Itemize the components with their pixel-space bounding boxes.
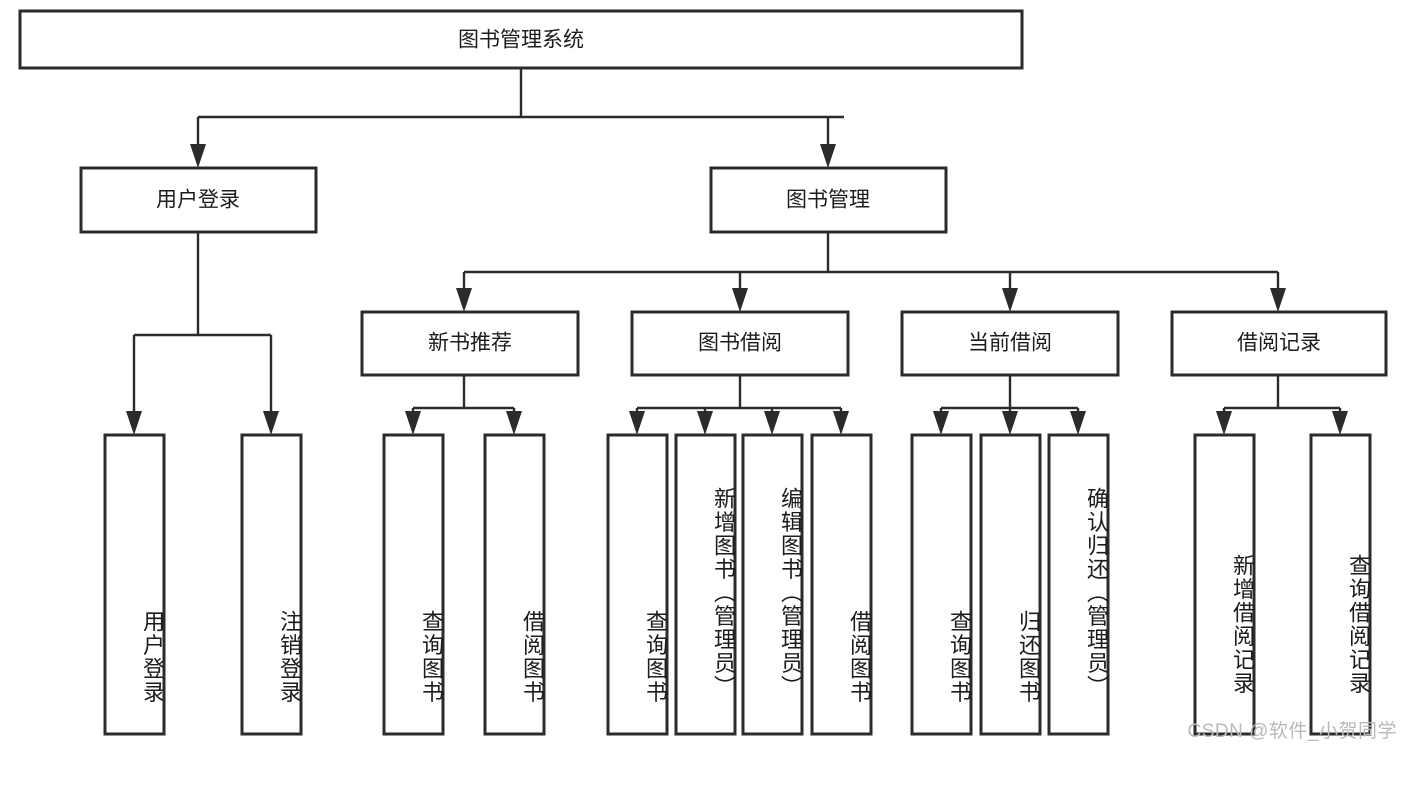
node-leaf-query-book-1-label: 查询图书 bbox=[419, 609, 444, 704]
node-new-book-recommend[interactable] bbox=[360, 310, 580, 377]
node-leaf-return-book[interactable] bbox=[979, 433, 1042, 736]
arrow-to-leaf-query-book-3 bbox=[933, 411, 949, 435]
node-leaf-add-book-label: 新增图书（管理员） bbox=[711, 486, 736, 699]
node-user-login[interactable] bbox=[79, 166, 318, 234]
arrow-to-leaf-query-book-2 bbox=[629, 411, 645, 435]
node-current-borrow-label: 当前借阅 bbox=[968, 332, 1052, 355]
connector-new-book-recommend-to-leaves bbox=[411, 375, 516, 415]
connector-root-to-level2 bbox=[196, 68, 844, 150]
arrow-to-borrow-record bbox=[1270, 288, 1286, 312]
node-leaf-query-record-label: 查询借阅记录 bbox=[1346, 554, 1371, 695]
node-leaf-query-book-3[interactable] bbox=[910, 433, 973, 736]
node-leaf-query-book-1[interactable] bbox=[382, 433, 445, 736]
node-leaf-confirm-return[interactable] bbox=[1047, 433, 1110, 736]
node-current-borrow[interactable] bbox=[900, 310, 1120, 377]
arrow-to-leaf-user-login bbox=[126, 411, 142, 435]
arrow-to-leaf-query-book-1 bbox=[405, 411, 421, 435]
book-management-system-diagram: 图书管理系统 用户登录 图书管理 新书推荐 图书借阅 当前借阅 借阅记录 用户登… bbox=[18, 9, 1397, 742]
node-new-book-recommend-label: 新书推荐 bbox=[428, 332, 512, 355]
arrow-to-leaf-borrow-book-2 bbox=[833, 411, 849, 435]
node-borrow-record[interactable] bbox=[1170, 310, 1388, 377]
arrow-to-user-login bbox=[190, 144, 206, 168]
arrow-to-leaf-add-record bbox=[1216, 411, 1232, 435]
connector-book-management-to-level3 bbox=[462, 232, 1280, 292]
node-leaf-borrow-book-1-label: 借阅图书 bbox=[520, 609, 545, 704]
node-leaf-return-book-label: 归还图书 bbox=[1016, 609, 1041, 704]
node-book-management-label: 图书管理 bbox=[786, 189, 870, 212]
node-book-borrow-label: 图书借阅 bbox=[698, 332, 782, 355]
node-leaf-query-book-2[interactable] bbox=[606, 433, 669, 736]
arrow-to-leaf-borrow-book-1 bbox=[506, 411, 522, 435]
node-book-borrow[interactable] bbox=[630, 310, 850, 377]
node-leaf-query-record[interactable] bbox=[1309, 433, 1372, 736]
node-leaf-query-book-3-label: 查询图书 bbox=[947, 609, 972, 704]
node-leaf-user-login[interactable] bbox=[103, 433, 166, 736]
node-user-login-label: 用户登录 bbox=[156, 189, 240, 212]
node-leaf-edit-book[interactable] bbox=[741, 433, 804, 736]
arrow-to-leaf-query-record bbox=[1332, 411, 1348, 435]
node-leaf-user-logout-label: 注销登录 bbox=[277, 609, 302, 704]
node-borrow-record-label: 借阅记录 bbox=[1237, 332, 1321, 355]
node-root-book-management-system[interactable] bbox=[18, 9, 1024, 70]
arrow-to-current-borrow bbox=[1002, 288, 1018, 312]
node-leaf-edit-book-label: 编辑图书（管理员） bbox=[778, 486, 803, 699]
node-leaf-add-record-label: 新增借阅记录 bbox=[1230, 554, 1255, 695]
node-book-management[interactable] bbox=[709, 166, 948, 234]
connector-current-borrow-to-leaves bbox=[939, 375, 1080, 415]
node-leaf-user-logout[interactable] bbox=[240, 433, 303, 736]
node-leaf-user-login-label: 用户登录 bbox=[140, 609, 165, 704]
arrow-to-new-book-recommend bbox=[456, 288, 472, 312]
connector-book-borrow-to-leaves bbox=[635, 375, 843, 415]
arrow-to-leaf-add-book bbox=[697, 411, 713, 435]
node-leaf-add-record[interactable] bbox=[1193, 433, 1256, 736]
connector-borrow-record-to-leaves bbox=[1222, 375, 1342, 415]
arrow-to-book-management bbox=[820, 144, 836, 168]
node-leaf-confirm-return-label: 确认归还（管理员） bbox=[1084, 486, 1109, 699]
node-leaf-borrow-book-2-label: 借阅图书 bbox=[847, 609, 872, 704]
node-leaf-query-book-2-label: 查询图书 bbox=[643, 609, 668, 704]
node-leaf-borrow-book-2[interactable] bbox=[810, 433, 873, 736]
csdn-watermark: CSDN @软件_小贺同学 bbox=[1187, 721, 1397, 742]
node-leaf-add-book[interactable] bbox=[674, 433, 737, 736]
connector-user-login-to-leaves bbox=[132, 232, 273, 415]
arrow-to-leaf-return-book bbox=[1002, 411, 1018, 435]
arrow-to-leaf-confirm-return bbox=[1070, 411, 1086, 435]
tree-diagram-svg: 图书管理系统 用户登录 图书管理 新书推荐 图书借阅 当前借阅 借阅记录 bbox=[18, 9, 1388, 736]
node-root-label: 图书管理系统 bbox=[458, 29, 584, 52]
arrow-to-leaf-edit-book bbox=[764, 411, 780, 435]
node-leaf-borrow-book-1[interactable] bbox=[483, 433, 546, 736]
arrow-to-leaf-user-logout bbox=[263, 411, 279, 435]
arrow-to-book-borrow bbox=[732, 288, 748, 312]
